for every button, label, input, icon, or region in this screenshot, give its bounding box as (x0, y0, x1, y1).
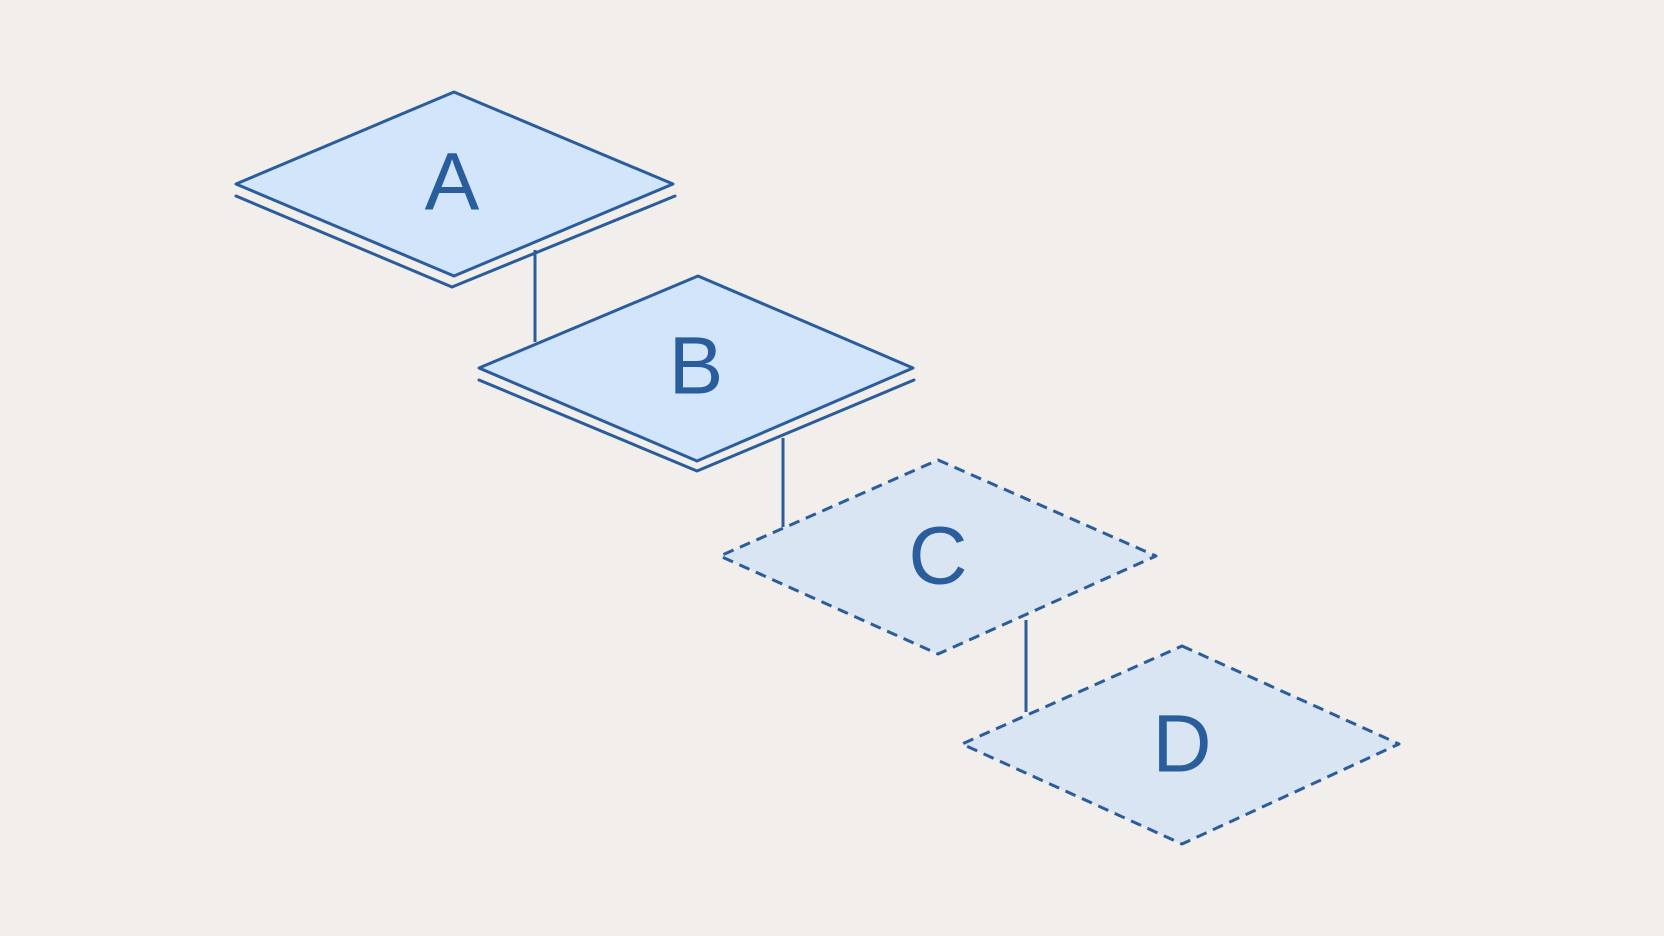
node-d-label: D (1152, 699, 1211, 790)
node-b-label: B (669, 321, 724, 412)
node-d: D (960, 644, 1401, 846)
node-a-diamond (234, 90, 675, 278)
node-a-label: A (425, 137, 480, 228)
node-a-edge (234, 194, 677, 289)
node-c: C (718, 458, 1158, 656)
node-c-label: C (908, 511, 967, 602)
node-b: B (477, 274, 916, 473)
node-b-diamond (477, 274, 915, 463)
node-c-diamond (718, 458, 1158, 656)
node-a: A (234, 90, 677, 289)
node-b-edge (477, 378, 916, 473)
node-d-diamond (960, 644, 1401, 846)
